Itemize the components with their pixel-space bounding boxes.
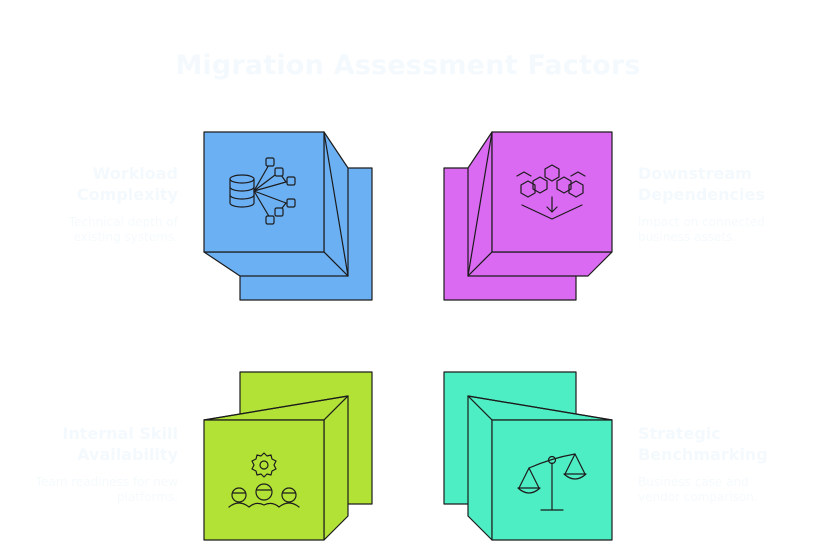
cube-front-face: [203, 131, 325, 253]
factor-label-workload-complexity: Workload Complexity Technical depth of e…: [8, 163, 178, 245]
page-title: Migration Assessment Factors: [175, 50, 641, 81]
factor-heading: Availability: [77, 445, 178, 464]
factor-description: existing systems.: [73, 230, 178, 244]
balance-scale-icon: [517, 453, 587, 511]
factor-heading: Benchmarking: [638, 445, 768, 464]
cube-bottom-face: [467, 251, 613, 277]
factor-heading: Strategic: [638, 424, 721, 443]
factor-description: business assets.: [638, 230, 737, 244]
factor-description: Technical depth of: [68, 215, 178, 229]
factor-label-strategic-benchmarking: Strategic Benchmarking Business case and…: [638, 423, 808, 505]
cube-side-face: [323, 395, 349, 541]
cube-workload-complexity: [203, 131, 373, 301]
team-gear-icon: [228, 452, 300, 508]
factor-description: Business case and: [638, 475, 749, 489]
factor-heading: Complexity: [76, 185, 178, 204]
factor-heading: Downstream: [638, 164, 752, 183]
factor-description: vendor comparison.: [638, 490, 758, 504]
factor-description: Team readiness for new: [35, 475, 178, 489]
factor-label-internal-skill-availability: Internal Skill Availability Team readine…: [8, 423, 178, 505]
cube-strategic-benchmarking: [443, 371, 613, 541]
cube-internal-skill-availability: [203, 371, 373, 541]
factor-description: platforms.: [116, 490, 178, 504]
factor-label-downstream-dependencies: Downstream Dependencies Impact on connec…: [638, 163, 808, 245]
database-network-icon: [229, 157, 296, 225]
cube-front-face: [203, 419, 325, 541]
cube-downstream-dependencies: [443, 131, 613, 301]
factor-description: Impact on connected: [638, 215, 765, 229]
factor-heading: Workload: [92, 164, 178, 183]
hexagon-network-icon: [516, 164, 586, 220]
cube-bottom-face: [203, 251, 349, 277]
factor-heading: Internal Skill: [62, 424, 178, 443]
factor-heading: Dependencies: [638, 185, 765, 204]
cube-front-face: [491, 131, 613, 253]
cube-side-face: [467, 395, 493, 541]
